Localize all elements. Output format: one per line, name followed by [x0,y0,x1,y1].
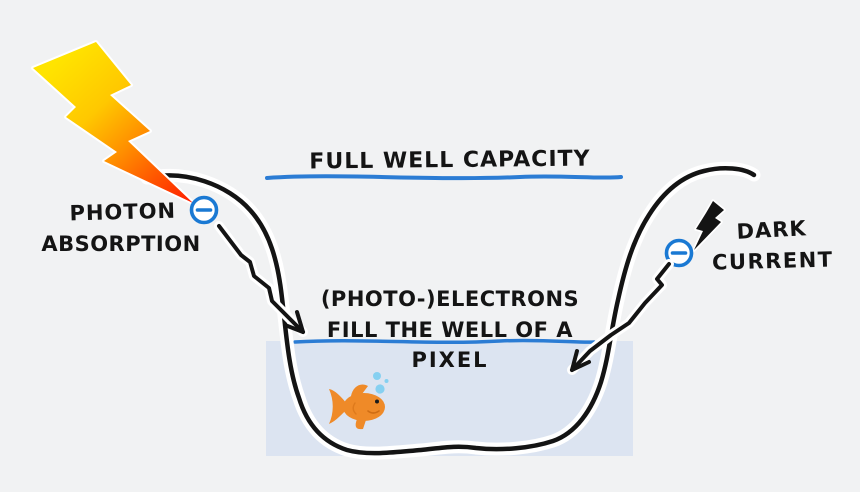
full-well-capacity-label: FULL WELL CAPACITY [309,147,590,175]
water-surface-line [293,338,596,345]
dark-current-label-line2: CURRENT [712,247,834,274]
goldfish-icon [329,372,389,430]
dark-current-label-line1: DARK [736,216,807,244]
full-well-capacity-line [265,174,623,181]
well-fill-label-line3: PIXEL [411,348,488,372]
dark-electron-icon [664,238,694,268]
well-fill-label-line1: (PHOTO-)ELECTRONS [321,287,579,311]
photon-absorption-label-line1: PHOTON [69,199,176,226]
pixel-well-outline [140,161,761,460]
dark-current-bolt-icon [692,199,726,252]
photon-electron-icon [189,195,219,225]
photon-electron-arrow [214,221,308,337]
photon-absorption-label-line2: ABSORPTION [41,232,200,256]
well-fill-label-line2: FILL THE WELL OF A [327,318,573,342]
dark-electron-arrow [567,259,674,375]
photon-bolt-icon [31,40,195,205]
